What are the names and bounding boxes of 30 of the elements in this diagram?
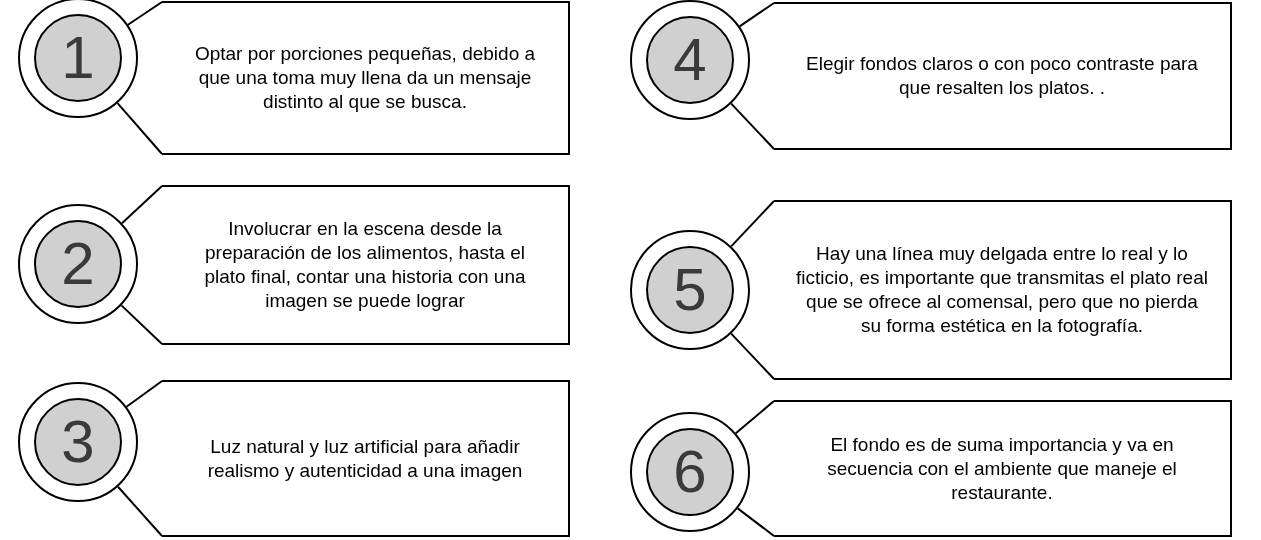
- tip-text: Optar por porciones pequeñas, debido a que una toma muy llena da un mensaje distinto al que se busca.: [193, 42, 537, 114]
- connector-line: [730, 332, 775, 380]
- tip-text: Elegir fondos claros o con poco contraste para que resalten los platos. .: [805, 52, 1199, 100]
- callout-box: [774, 400, 1232, 537]
- connector-line: [120, 185, 163, 225]
- connector-line: [736, 507, 775, 537]
- step-number: 2: [61, 234, 95, 294]
- tip-text: Involucrar en la escena desde la preparación de los alimentos, hasta el plato final, contar una historia con una imagen se puede lograr: [203, 217, 527, 313]
- step-number: 4: [673, 30, 707, 90]
- connector-line: [125, 380, 163, 408]
- connector-line: [116, 102, 163, 155]
- callout-box: [774, 200, 1232, 380]
- step-number: 5: [673, 260, 707, 320]
- connector-line: [734, 400, 775, 435]
- tip-text: Hay una línea muy delgada entre lo real y lo ficticio, es importante que transmitas el plato real que se ofrece al comensal, pero que no pierda su forma estética en la fotografía.: [795, 242, 1209, 338]
- callout-box: [774, 2, 1232, 150]
- step-number: 3: [61, 412, 95, 472]
- step-number: 1: [61, 28, 95, 88]
- connector-line: [126, 1, 163, 26]
- tip-text: Luz natural y luz artificial para añadir realismo y autenticidad a una imagen: [206, 434, 524, 483]
- step-number: 6: [673, 442, 707, 502]
- connector-line: [120, 304, 163, 345]
- connector-line: [730, 102, 775, 150]
- tip-text: El fondo es de suma importancia y va en secuencia con el ambiente que maneje el restaurante.: [826, 432, 1178, 505]
- connector-line: [730, 200, 775, 248]
- callout-box: [162, 185, 570, 345]
- callout-box: [162, 1, 570, 155]
- connector-line: [738, 2, 775, 28]
- callout-box: [162, 380, 570, 537]
- connector-line: [117, 485, 163, 537]
